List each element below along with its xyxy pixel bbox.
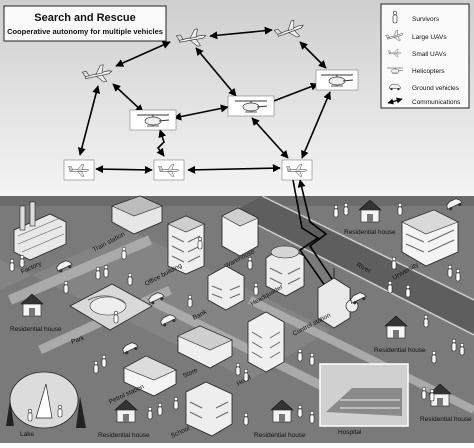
small-uav-2 [153,159,185,181]
communications-icon [387,97,403,105]
link-uav5-uav6 [187,164,281,174]
link-heli1-heli2 [173,104,229,121]
legend-label-helicopters: Helicopters [412,68,445,75]
label-residential-house-top-right: Residential house [344,229,396,236]
store-building [177,325,233,369]
school-building [185,381,233,437]
legend: Survivors Large UAVs Small UAVs Helicopt… [380,3,470,109]
label-residential-house-left: Residential house [10,326,62,333]
communication-links [77,26,331,174]
label-park: Park [70,334,86,345]
bank-building [207,265,245,311]
small-uav-1 [63,159,95,181]
link-uav4-uav5 [95,165,153,174]
link-heli2-heli3 [265,82,319,106]
label-residential-house-bottom-right: Residential house [420,416,472,423]
river-bank-bottom [231,211,474,336]
label-residential-house-bottom-left: Residential house [98,432,150,439]
road-2 [147,295,333,395]
helicopter-3 [315,69,359,91]
downlink-2 [297,179,351,307]
park-area [69,283,153,331]
diagram-subtitle: Cooperative autonomy for multiple vehicl… [7,27,163,36]
link-uav1-uav2 [115,41,171,67]
link-uav1-heli1 [112,83,144,113]
ground-edge [0,196,474,206]
link-heli1-uav5 [156,129,167,157]
survivor-icon [392,10,398,24]
link-uav1-uav4 [77,85,101,156]
legend-label-small-uavs: Small UAVs [412,51,447,58]
petrol-station-building [123,355,177,397]
university-building [401,209,459,267]
link-uav3-heli3 [299,41,327,69]
title-box: Search and Rescue Cooperative autonomy f… [3,5,167,42]
link-uav2-uav3 [209,26,273,40]
control-downlink [292,179,351,311]
label-residential-house-right: Residential house [374,347,426,354]
factory-building [13,201,67,261]
headquarter-building [265,245,305,297]
legend-label-communications: Communications [412,99,461,106]
diagram-title: Search and Rescue [34,12,136,24]
hospital-building [319,363,409,427]
hotel-building [247,311,285,373]
label-lake: Lake [20,431,34,438]
helicopter-1 [129,109,177,131]
legend-label-large-uavs: Large UAVs [412,34,447,41]
legend-label-survivors: Survivors [412,16,440,23]
label-residential-house-bottom-mid: Residential house [254,432,306,439]
river-bank-top [261,195,474,301]
river [232,196,474,335]
road-1 [8,235,152,305]
label-hospital: Hospital [338,429,362,436]
train-station-building [111,195,163,235]
warehouse-building [221,207,259,257]
link-heli2-uav6 [251,117,289,159]
small-uav-3 [281,159,313,181]
helicopter-2 [227,95,275,117]
link-uav2-heli2 [195,47,237,97]
legend-label-ground-vehicles: Ground vehicles [412,85,460,92]
link-heli3-uav6 [301,91,331,159]
office-building [167,215,205,275]
